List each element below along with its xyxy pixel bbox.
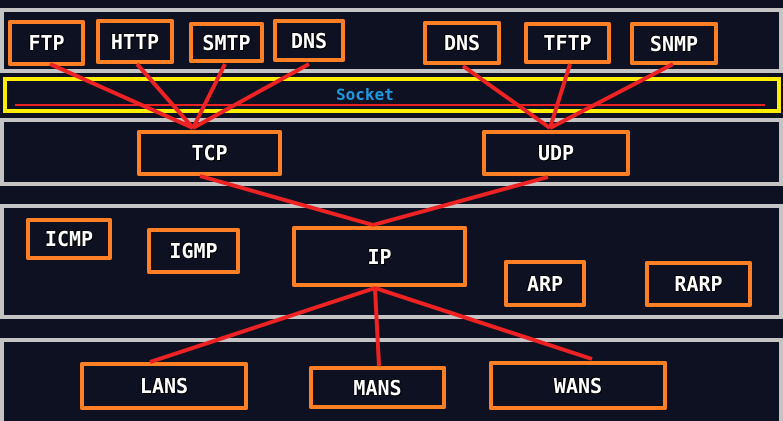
ip-lans-line xyxy=(149,286,376,364)
ip-box: IP xyxy=(292,226,467,287)
dns-box: DNS xyxy=(273,19,345,62)
smtp-tcp-line xyxy=(191,63,227,129)
igmp-box: IGMP xyxy=(147,228,240,274)
tftp-udp-line xyxy=(548,63,572,129)
ftp-box: FTP xyxy=(8,20,85,66)
ftp-tcp-line xyxy=(49,62,194,130)
snmp-box: SNMP xyxy=(630,22,718,65)
transport-layer xyxy=(0,118,783,186)
udp-box: UDP xyxy=(482,130,630,176)
dns-udp-box: DNS xyxy=(423,21,501,65)
tcp-box: TCP xyxy=(137,130,282,176)
mans-box: MANS xyxy=(309,366,446,409)
smtp-box: SMTP xyxy=(189,22,264,63)
wans-box: WANS xyxy=(489,361,667,410)
snmp-udp-line xyxy=(549,62,674,130)
ip-mans-line xyxy=(373,287,381,367)
rarp-box: RARP xyxy=(645,261,752,307)
ip-wans-line xyxy=(374,286,593,361)
socket-label: Socket xyxy=(336,85,394,104)
http-tcp-line xyxy=(135,62,195,130)
dns-udp-line xyxy=(461,64,552,130)
tftp-box: TFTP xyxy=(524,22,611,64)
udp-ip-line xyxy=(372,175,549,227)
http-box: HTTP xyxy=(96,19,174,64)
dns-tcp-line xyxy=(192,62,310,130)
socket-layer xyxy=(3,77,781,113)
arp-box: ARP xyxy=(504,260,586,307)
lans-box: LANS xyxy=(80,362,248,410)
icmp-box: ICMP xyxy=(26,218,112,260)
tcp-ip-line xyxy=(199,174,374,227)
